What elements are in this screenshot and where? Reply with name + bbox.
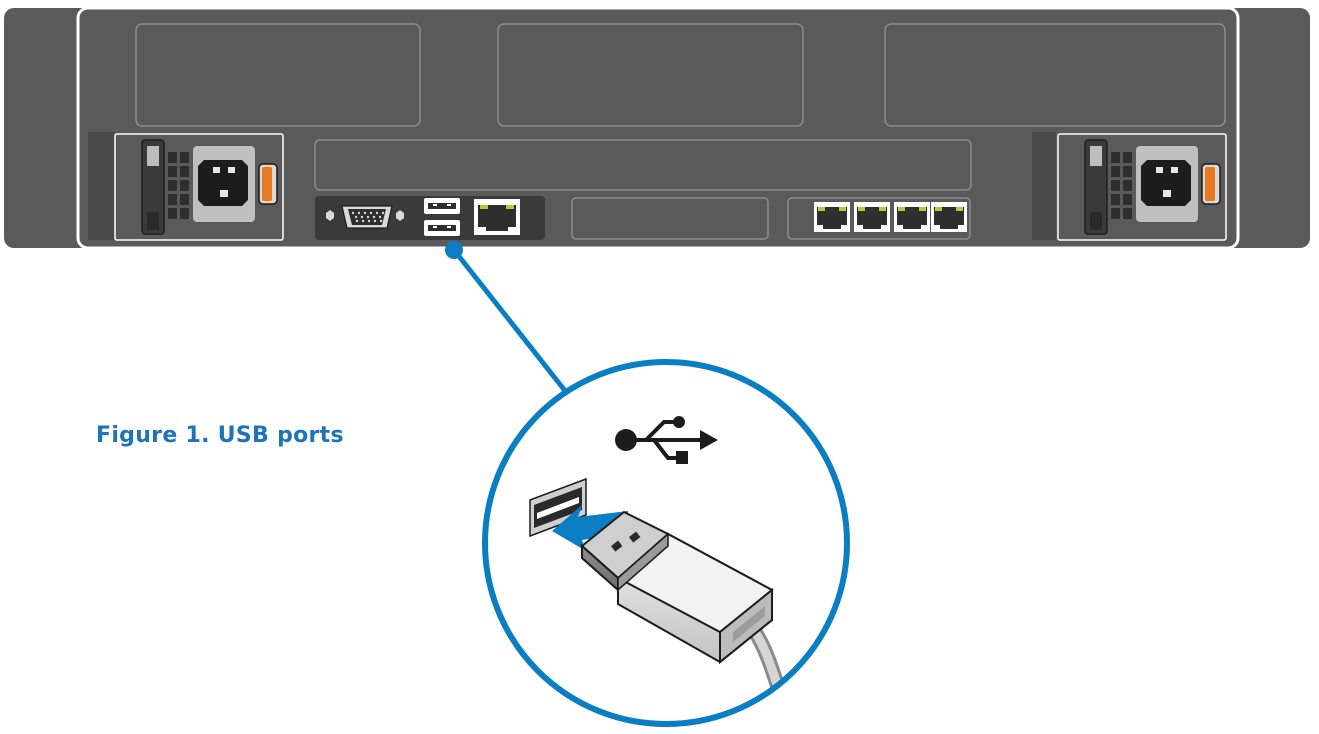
server-chassis xyxy=(4,6,1310,250)
figure-caption: Figure 1. USB ports xyxy=(96,423,344,448)
ethernet-port-icon xyxy=(474,199,520,235)
usb-icon xyxy=(615,416,718,464)
power-supply-left xyxy=(88,132,284,241)
psu-vent-grid xyxy=(168,152,189,219)
io-panel xyxy=(315,196,545,240)
ethernet-port-icon xyxy=(814,202,850,232)
vga-port-icon xyxy=(341,205,393,229)
power-supply-right xyxy=(1032,132,1227,241)
blank-panel-4 xyxy=(314,139,972,191)
usb-port-top xyxy=(424,198,460,214)
blank-panel-5 xyxy=(571,197,769,240)
power-socket-icon xyxy=(193,146,255,222)
blank-panel-3 xyxy=(884,23,1226,127)
ethernet-port-icon xyxy=(894,202,930,232)
vga-screw xyxy=(396,210,404,221)
psu-vent-grid xyxy=(1111,152,1132,219)
blank-panel-1 xyxy=(135,23,421,127)
blank-panel-2 xyxy=(497,23,804,127)
usb-receptacle xyxy=(529,477,587,538)
insert-arrow-icon xyxy=(552,505,630,551)
ethernet-port-icon xyxy=(931,202,967,232)
usb-port-bottom xyxy=(424,220,460,236)
psu-latch xyxy=(1201,163,1221,205)
psu-latch xyxy=(258,163,278,205)
callout-circle xyxy=(482,359,850,727)
usb-callout xyxy=(445,241,850,727)
power-socket-icon xyxy=(1136,146,1198,222)
vga-screw xyxy=(326,210,334,221)
callout-leader-line xyxy=(452,248,568,394)
network-ports xyxy=(787,197,971,240)
ethernet-port-icon xyxy=(854,202,890,232)
callout-anchor-dot xyxy=(445,241,463,259)
usb-plug-icon xyxy=(580,510,804,724)
